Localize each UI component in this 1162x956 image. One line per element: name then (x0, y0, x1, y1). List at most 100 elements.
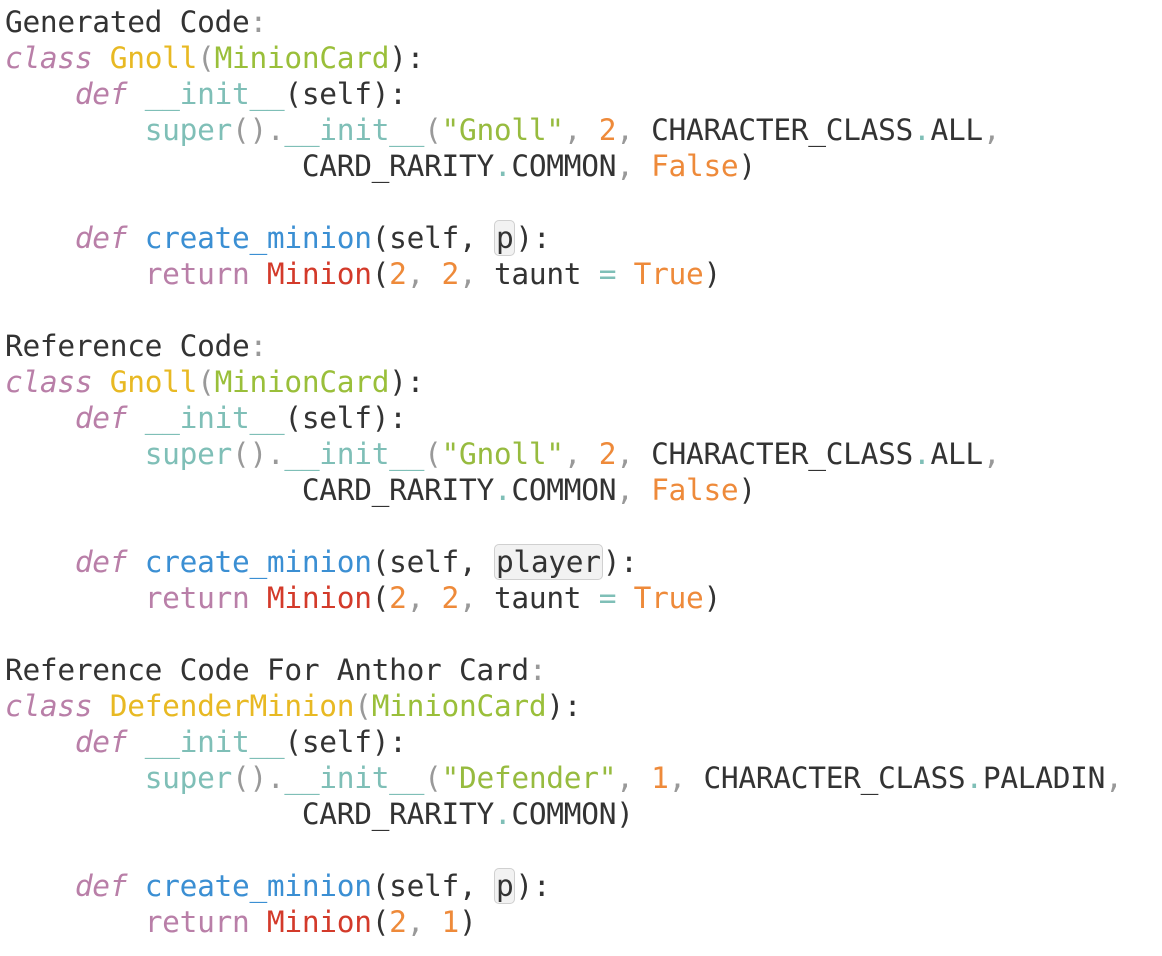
code-token: Minion (266, 905, 372, 939)
code-token (5, 905, 145, 939)
code-token: , (982, 113, 1001, 147)
code-token: ) (738, 149, 756, 183)
code-token: ( (424, 113, 442, 147)
code-token: ALL (930, 113, 983, 147)
code-token: 2 (389, 581, 407, 615)
code-token (5, 545, 75, 579)
code-token: (self, (371, 869, 494, 903)
code-token: ) (738, 473, 756, 507)
code-token: Gnoll (109, 41, 198, 75)
code-line: CARD_RARITY.COMMON, False) (5, 472, 1123, 508)
code-token: , (616, 437, 652, 471)
code-line: def __init__(self): (5, 76, 1123, 112)
code-token: . (493, 473, 512, 507)
code-token (249, 905, 266, 939)
code-token: , (459, 581, 494, 615)
code-token: def (74, 221, 128, 255)
code-token: create_minion (144, 545, 372, 579)
code-line: Reference Code For Anthor Card: (5, 652, 1123, 688)
code-token: ): (389, 365, 425, 399)
code-token: = (598, 581, 617, 615)
code-token: ): (602, 545, 638, 579)
code-token: Reference Code (5, 329, 250, 363)
code-token: CARD_RARITY (301, 797, 494, 831)
code-token: 1 (651, 761, 669, 795)
code-line: def create_minion(self, p): (5, 868, 1123, 904)
code-token: True (633, 581, 704, 615)
code-line (5, 184, 1123, 220)
code-token (5, 761, 145, 795)
code-token: ( (371, 257, 390, 291)
code-token: 2 (441, 257, 460, 291)
code-token: create_minion (144, 869, 372, 903)
code-line: Generated Code: (5, 4, 1123, 40)
code-line: CARD_RARITY.COMMON) (5, 796, 1123, 832)
code-token (92, 41, 109, 75)
code-line: super().__init__("Defender", 1, CHARACTE… (5, 760, 1123, 796)
code-token: return (144, 905, 250, 939)
code-token: CARD_RARITY (301, 473, 494, 507)
code-token: ( (371, 581, 390, 615)
code-token: , (616, 149, 652, 183)
code-token (127, 221, 144, 255)
code-token: COMMON (511, 797, 617, 831)
code-token (127, 77, 144, 111)
code-token (616, 257, 633, 291)
code-token: CHARACTER_CLASS (651, 437, 914, 471)
code-line: class Gnoll(MinionCard): (5, 40, 1123, 76)
code-token: "Gnoll" (441, 437, 565, 471)
code-line: def __init__(self): (5, 724, 1123, 760)
code-token: super (144, 113, 233, 147)
code-token (5, 725, 75, 759)
code-token: (self): (284, 77, 407, 111)
code-token: taunt (493, 257, 599, 291)
code-token: def (74, 725, 128, 759)
code-token: 2 (389, 905, 407, 939)
code-token: ): (515, 869, 551, 903)
code-token: , (616, 761, 652, 795)
code-line: return Minion(2, 2, taunt = True) (5, 580, 1123, 616)
code-token: taunt (493, 581, 599, 615)
code-token: "Gnoll" (441, 113, 565, 147)
code-token (5, 113, 145, 147)
code-line: class Gnoll(MinionCard): (5, 364, 1123, 400)
code-token: MinionCard (214, 41, 390, 75)
code-token (127, 725, 144, 759)
code-token: PALADIN (982, 761, 1106, 795)
code-line: class DefenderMinion(MinionCard): (5, 688, 1123, 724)
code-token: False (651, 149, 739, 183)
code-line: super().__init__("Gnoll", 2, CHARACTER_C… (5, 112, 1123, 148)
highlighted-token: p (493, 868, 516, 904)
code-token: : (528, 653, 547, 687)
code-token: : (249, 5, 267, 39)
code-token: __init__ (284, 113, 425, 147)
code-token: False (651, 473, 739, 507)
code-token: return (144, 257, 250, 291)
code-token: __init__ (284, 437, 425, 471)
code-token: , (982, 437, 1001, 471)
code-token: (self, (371, 545, 494, 579)
code-token: __init__ (144, 725, 285, 759)
code-token: return (144, 581, 250, 615)
code-token (5, 257, 145, 291)
code-line (5, 616, 1123, 652)
code-token (5, 149, 302, 183)
code-token: "Defender" (441, 761, 617, 795)
code-token: 2 (441, 581, 460, 615)
code-token: . (493, 797, 512, 831)
code-token: MinionCard (214, 365, 390, 399)
code-line (5, 508, 1123, 544)
code-line: def create_minion(self, p): (5, 220, 1123, 256)
code-token (5, 797, 302, 831)
highlighted-token: player (493, 544, 603, 580)
code-token: , (563, 113, 599, 147)
code-token: ): (389, 41, 425, 75)
code-line: return Minion(2, 2, taunt = True) (5, 256, 1123, 292)
code-line: return Minion(2, 1) (5, 904, 1123, 940)
code-line: CARD_RARITY.COMMON, False) (5, 148, 1123, 184)
code-token (127, 401, 144, 435)
code-token (92, 365, 109, 399)
code-token: (self, (371, 221, 494, 255)
code-token: ) (616, 797, 634, 831)
code-token: ( (354, 689, 372, 723)
